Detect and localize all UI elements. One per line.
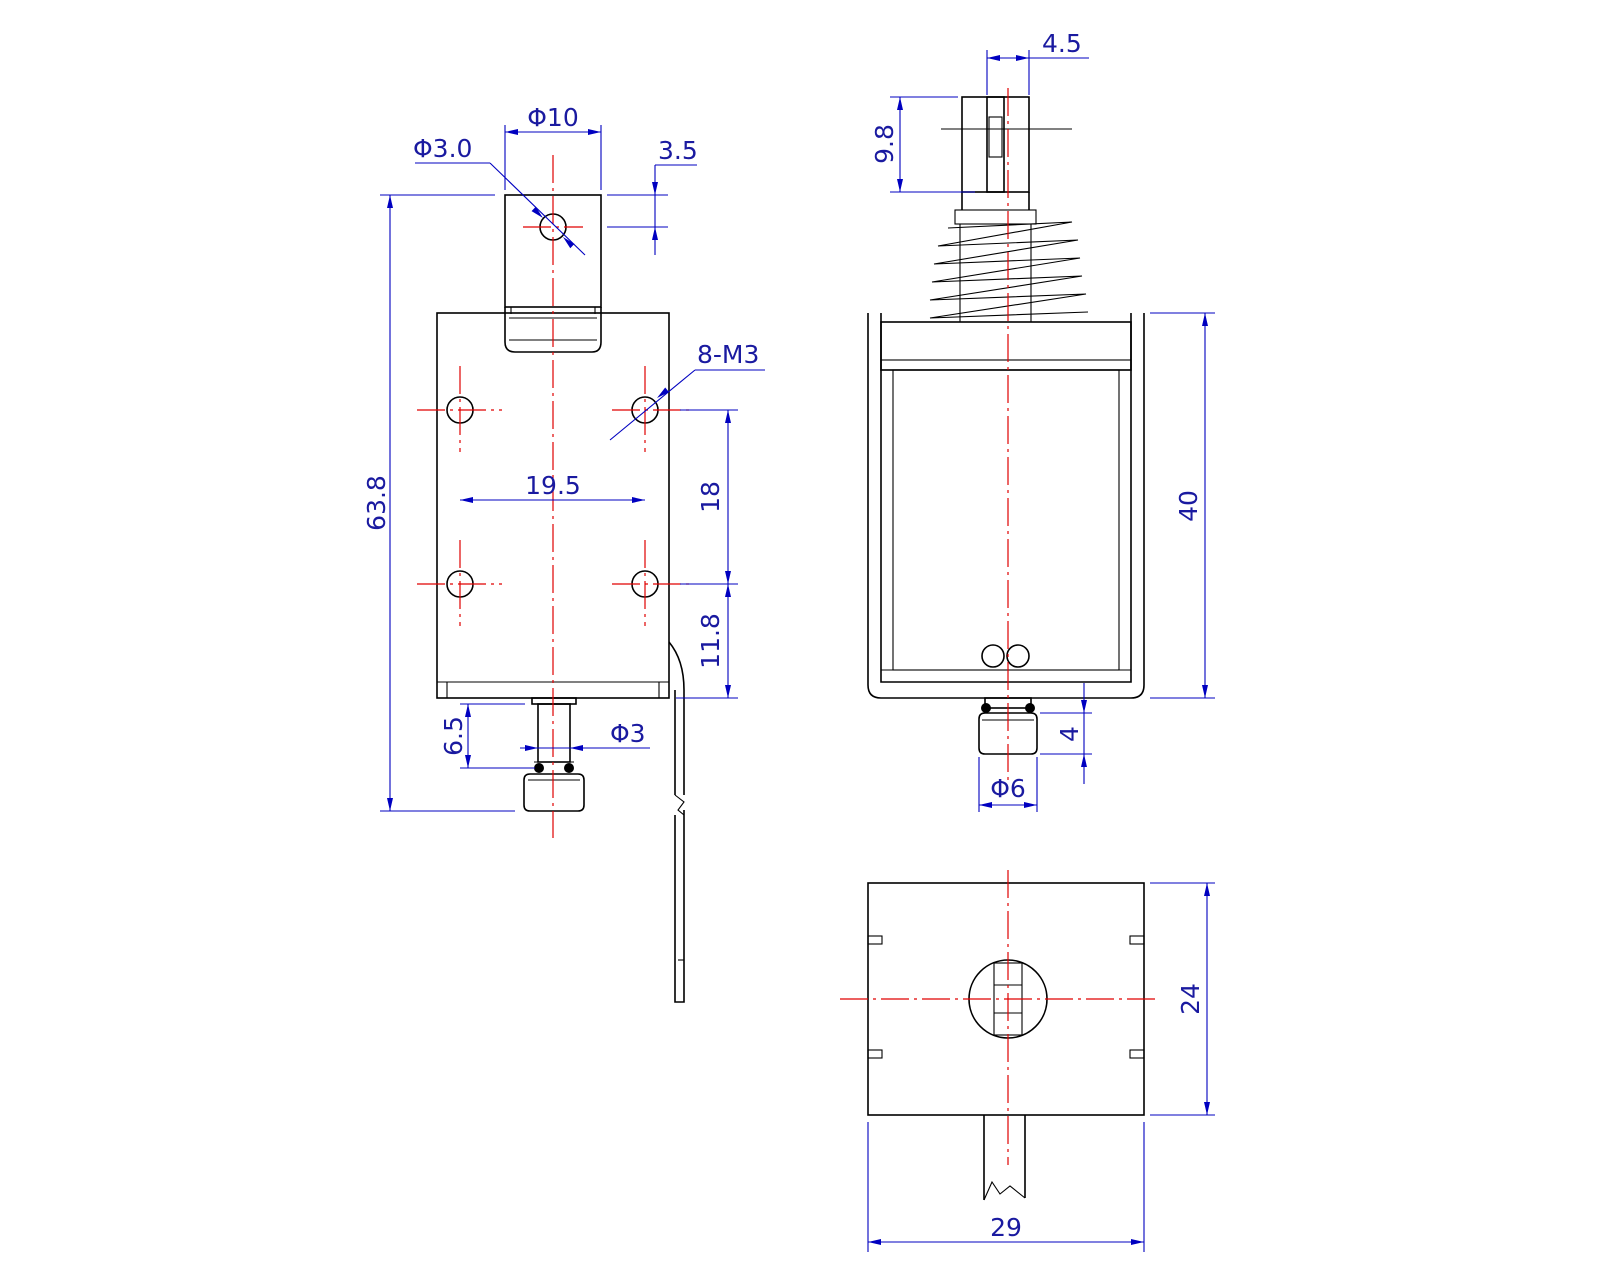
return-spring [929,192,1089,322]
dim-8-m3: 8-M3 [609,340,765,441]
frame-front [867,313,1145,699]
dim-9-8: 9.8 [870,96,975,193]
dim-label-3-5: 3.5 [658,136,698,165]
dim-phi3: Φ3 [520,719,650,751]
lower-shaft [523,697,585,812]
dim-label-29: 29 [990,1213,1022,1242]
dim-label-phi10: Φ10 [527,103,579,132]
dim-63-8: 63.8 [362,194,515,812]
dim-label-18: 18 [696,481,725,513]
side-view [417,155,690,1003]
dim-4: 4 [1040,683,1092,784]
dim-label-phi6: Φ6 [990,774,1026,803]
dim-label-4-5: 4.5 [1042,29,1082,58]
dim-40: 40 [1150,312,1215,699]
bottom-notches [867,935,1145,1059]
dim-label-19-5: 19.5 [525,471,581,500]
front-view-dimensions: 4.5 9.8 40 4 [870,29,1215,812]
bottom-view [840,870,1160,1201]
dim-phi10: Φ10 [504,103,602,190]
dim-6-5: 6.5 [439,703,535,769]
dim-18: 18 [680,409,738,585]
dim-label-9-8: 9.8 [870,124,899,164]
side-view-centerlines [417,155,690,838]
dim-label-8-m3: 8-M3 [697,340,759,369]
lead-wire [668,641,685,1003]
dim-label-11-8: 11.8 [696,613,725,669]
dim-phi3-0: Φ3.0 [413,134,586,256]
dim-3-5: 3.5 [607,136,698,255]
dim-label-63-8: 63.8 [362,475,391,531]
dim-label-40: 40 [1174,490,1203,522]
dim-4-5: 4.5 [986,29,1089,95]
front-view [867,88,1145,782]
side-view-dimensions: Φ10 Φ3.0 3.5 8-M3 [362,103,765,812]
dim-label-24: 24 [1176,983,1205,1015]
bottom-lead-wire [983,1115,1026,1201]
clevis [941,96,1072,193]
dim-label-4: 4 [1055,726,1084,742]
dim-24: 24 [1150,882,1215,1116]
dim-11-8: 11.8 [676,584,738,699]
bottom-view-dimensions: 24 29 [867,882,1215,1252]
dim-phi6: Φ6 [978,757,1038,812]
dim-label-phi3: Φ3 [610,719,646,748]
terminal-pins [981,644,1030,668]
dim-29: 29 [867,1122,1145,1252]
dim-label-phi3-0: Φ3.0 [413,134,472,163]
dim-label-6-5: 6.5 [439,716,468,756]
dim-19-5: 19.5 [460,471,645,503]
